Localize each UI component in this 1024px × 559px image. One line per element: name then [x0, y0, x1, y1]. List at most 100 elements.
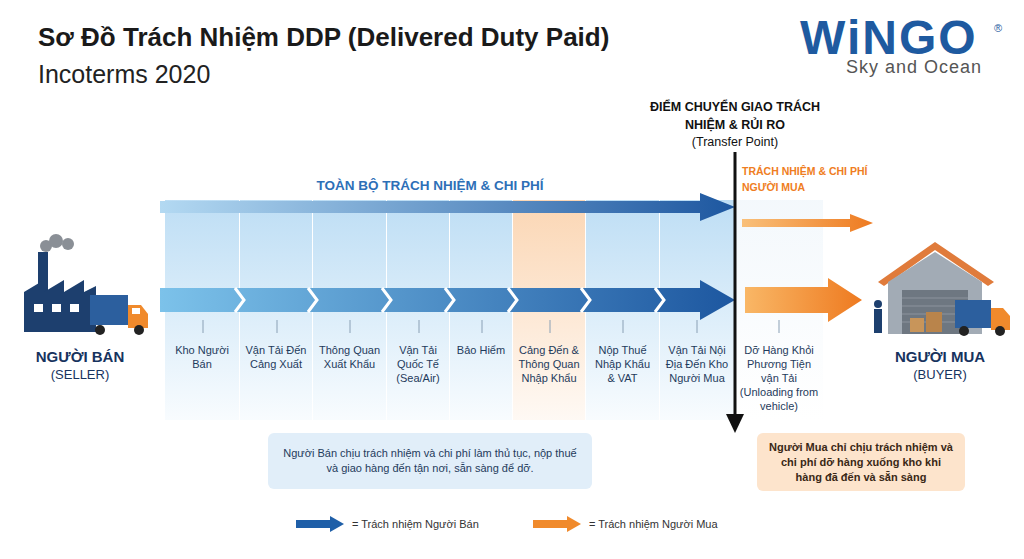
chevron: [235, 288, 244, 312]
chimney: [38, 252, 48, 302]
transfer-point-label: ĐIỂM CHUYỂN GIAO TRÁCH NHIỆM & RỦI RO: [649, 98, 821, 134]
step-ticks: [203, 320, 779, 333]
door-line: [902, 298, 968, 299]
chevron: [308, 288, 317, 312]
legend-swatch-frame: [296, 516, 346, 532]
legend-swatch-frame: [533, 516, 583, 532]
chevron: [508, 288, 517, 312]
step-band: Vận Tải Quốc Tế (Sea/Air): [387, 200, 450, 420]
worker-head: [874, 300, 882, 308]
logo-wordmark: WiNGO: [800, 10, 1000, 65]
tick: [482, 320, 483, 333]
node-text: (BUYER): [870, 366, 1010, 383]
warehouse-door: [902, 290, 968, 334]
seller-scope-arrow: [160, 193, 735, 221]
registered-mark: ®: [994, 22, 1014, 34]
seller-flow-arrow: [160, 280, 735, 320]
tick: [419, 320, 420, 333]
warehouse-roof: [878, 242, 994, 286]
wheel: [995, 326, 1005, 336]
smoke: [40, 240, 52, 252]
node-text: Vận Tải Đến Cảng Xuất: [244, 343, 308, 371]
node-text: (Unloading from vehicle): [739, 385, 819, 413]
diagram-title: Sơ Đồ Trách Nhiệm DDP (Delivered Duty Pa…: [38, 22, 798, 53]
buyer-scope-label: TRÁCH NHIỆM & CHI PHÍ NGƯỜI MUA: [742, 163, 902, 195]
truck-cab: [991, 308, 1010, 330]
transfer-point-sub: (Transfer Point): [649, 135, 821, 149]
chevron: [382, 288, 391, 312]
chevron: [655, 288, 664, 312]
tick: [203, 320, 204, 333]
factory-icon: [24, 234, 148, 335]
chevron: [445, 288, 454, 312]
node-text: Nộp Thuế Nhập Khẩu & VAT: [590, 343, 655, 385]
smoke: [62, 238, 74, 250]
door-lines: [902, 298, 968, 322]
warehouse-body: [888, 252, 982, 334]
node-text: NGƯỜI MUA: [870, 347, 1010, 366]
box: [910, 318, 924, 332]
chevron: [581, 288, 590, 312]
truck-cargo: [90, 295, 128, 325]
node-text: Vận Tải Nội Địa Đến Kho Người Mua: [664, 343, 730, 385]
step-band: Cảng Đến & Thông Quan Nhập Khẩu: [513, 200, 586, 420]
transfer-arrowhead: [726, 414, 744, 433]
buyer-party: NGƯỜI MUA(BUYER): [870, 235, 1010, 395]
step-band: Kho Người Bán: [165, 200, 240, 420]
truck-cab: [128, 305, 148, 328]
step-band: Thông Quan Xuất Khẩu: [313, 200, 387, 420]
transfer-line: [734, 152, 737, 418]
tick: [697, 320, 698, 333]
node-text: (SELLER): [5, 366, 155, 383]
node-text: Dỡ Hàng Khỏi Phương Tiện vận Tải: [739, 343, 819, 385]
window: [70, 304, 79, 312]
buyer-scope-arrow: [742, 214, 873, 232]
tick: [350, 320, 351, 333]
door-line: [902, 314, 968, 315]
chevron-separators: [235, 288, 664, 312]
wheel: [959, 326, 969, 336]
node-text: Người Mua chỉ chịu trách nhiệm và chi ph…: [769, 440, 953, 485]
tick: [277, 320, 278, 333]
worker-body: [874, 309, 882, 333]
warehouse-icon: [874, 242, 1010, 336]
buyer-note: Người Mua chỉ chịu trách nhiệm và chi ph…: [757, 433, 965, 491]
box: [926, 312, 942, 332]
node-text: Người Bán chịu trách nhiệm và chi phí là…: [280, 446, 580, 476]
smoke: [49, 234, 63, 248]
wheel: [95, 325, 105, 335]
window: [52, 304, 61, 312]
truck-cargo: [955, 300, 991, 328]
buyer-flow-arrow: [745, 278, 862, 322]
legend-item: = Trách nhiệm Người Mua: [533, 516, 718, 532]
wheel: [134, 325, 144, 335]
node-text: NGƯỜI BÁN: [5, 347, 155, 366]
seller-note: Người Bán chịu trách nhiệm và chi phí là…: [268, 433, 592, 489]
buyer-step-band: Dỡ Hàng Khỏi Phương Tiện vận Tải(Unloadi…: [735, 200, 823, 420]
node-text: Vận Tải Quốc Tế (Sea/Air): [391, 343, 445, 385]
tick: [779, 320, 780, 333]
node-text: Kho Người Bán: [169, 343, 235, 371]
seller-party: NGƯỜI BÁN(SELLER): [5, 235, 155, 395]
door-line: [902, 322, 968, 323]
node-text: Bảo Hiểm: [457, 343, 505, 357]
legend-swatch: [296, 516, 344, 532]
legend-text: = Trách nhiệm Người Bán: [352, 518, 479, 530]
door-line: [902, 306, 968, 307]
step-band: Vận Tải Đến Cảng Xuất: [240, 200, 313, 420]
legend-swatch: [533, 516, 581, 532]
legend-item: = Trách nhiệm Người Bán: [296, 516, 479, 532]
logo-tagline: Sky and Ocean: [846, 57, 1016, 78]
node-text: Cảng Đến & Thông Quan Nhập Khẩu: [517, 343, 581, 385]
window: [34, 304, 43, 312]
step-band: Bảo Hiểm: [450, 200, 513, 420]
step-band: Nộp Thuế Nhập Khẩu & VAT: [586, 200, 660, 420]
truck-window: [132, 308, 140, 314]
tick: [623, 320, 624, 333]
tick: [550, 320, 551, 333]
node-text: Thông Quan Xuất Khẩu: [317, 343, 382, 371]
factory-building: [24, 280, 96, 332]
step-band: Vận Tải Nội Địa Đến Kho Người Mua: [660, 200, 735, 420]
seller-scope-label: TOÀN BỘ TRÁCH NHIỆM & CHI PHÍ: [230, 178, 630, 193]
legend-text: = Trách nhiệm Người Mua: [589, 518, 718, 530]
